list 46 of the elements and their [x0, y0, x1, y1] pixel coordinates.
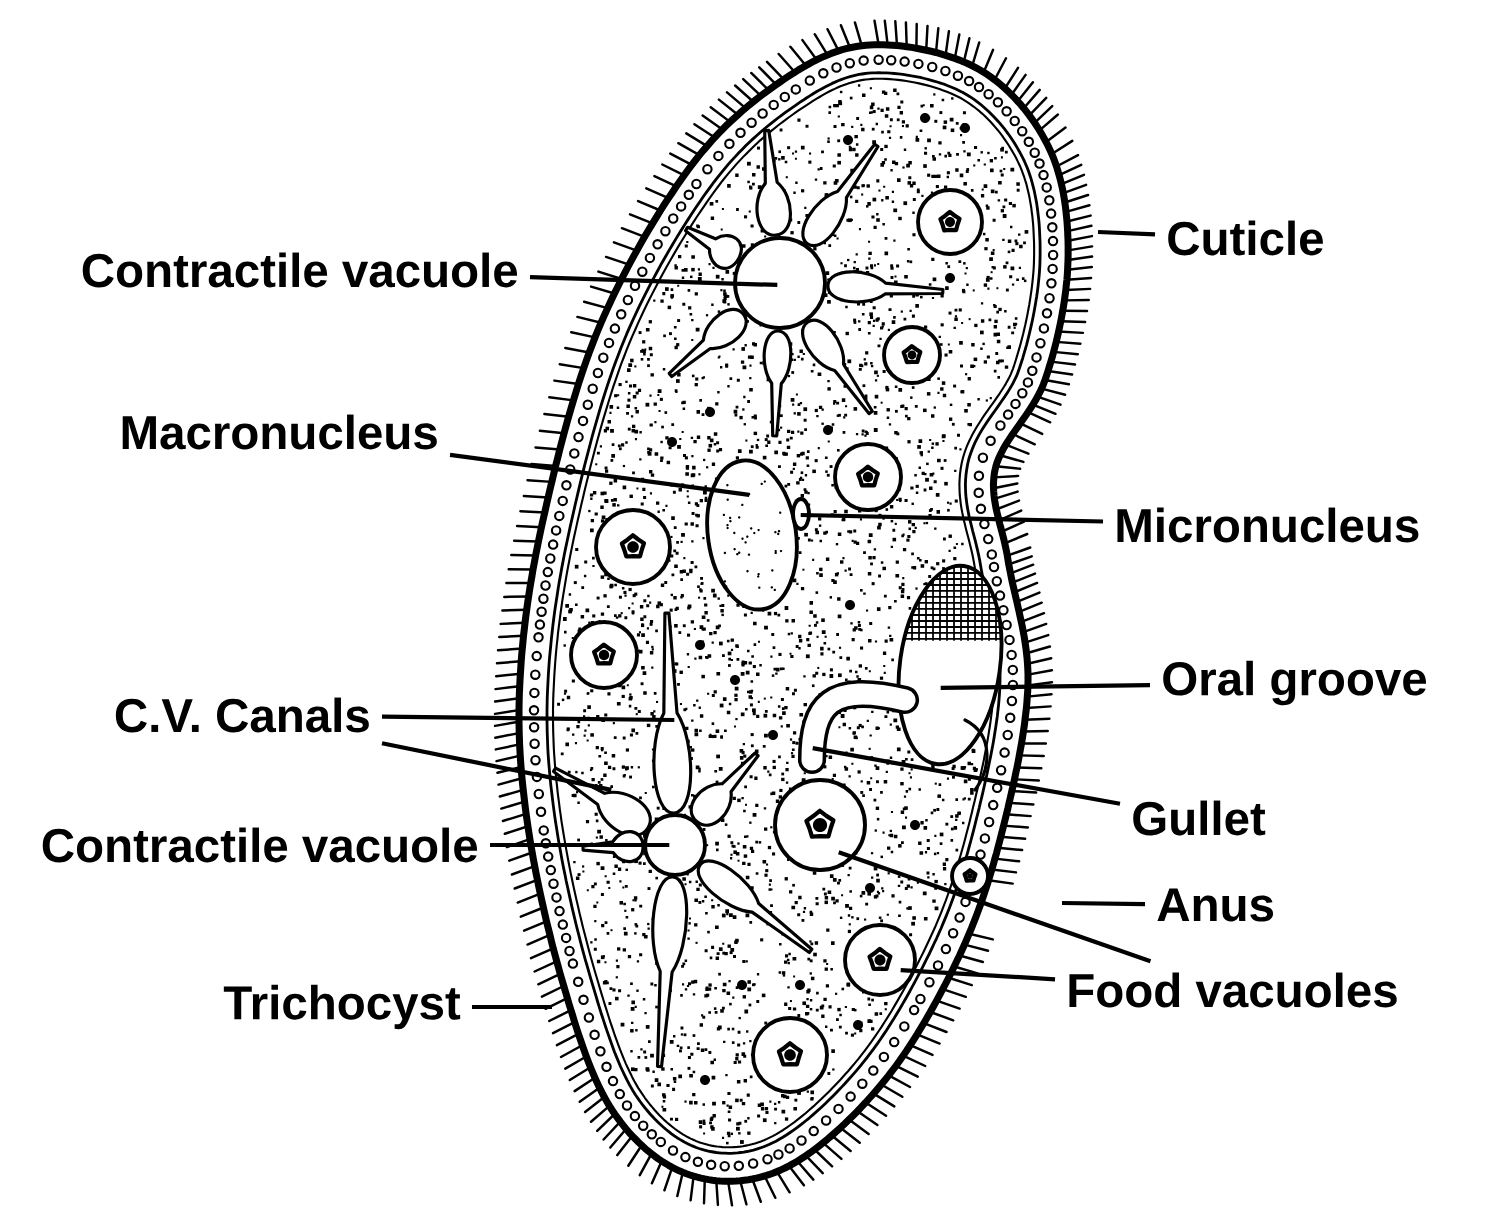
leader-line [381, 741, 612, 792]
part-label: Food vacuoles [1069, 972, 1397, 1008]
canal [651, 875, 689, 1069]
part-label: Cuticle [1168, 220, 1323, 256]
canal [581, 830, 645, 864]
part-label: Trichocyst [223, 984, 461, 1030]
leader-line [940, 682, 1151, 691]
oral-groove [896, 564, 1004, 792]
part-label: C.V. Canals [115, 697, 369, 733]
food-vacuole [751, 1016, 829, 1094]
canal [801, 142, 880, 248]
gullet [797, 679, 920, 775]
leader-line [800, 512, 1104, 524]
leader-line [490, 842, 670, 848]
canal [800, 318, 874, 416]
part-label: Micronucleus [1117, 507, 1419, 543]
part-label: Contractile vacuole [42, 827, 478, 863]
contractile-vacuole [733, 236, 827, 330]
leader-line [472, 1004, 552, 1010]
leader-line [838, 850, 1152, 964]
leader-line [1097, 229, 1156, 237]
leader-line [1062, 900, 1146, 907]
part-label: Gullet [1133, 800, 1266, 836]
canal [551, 766, 652, 838]
food-vacuole [843, 923, 917, 997]
part-label: Contractile vacuole [82, 252, 518, 288]
leader-line [449, 452, 750, 497]
food-vacuole [773, 778, 867, 872]
canal [755, 128, 793, 237]
food-vacuole [916, 188, 984, 256]
macronucleus [705, 458, 799, 612]
leader-line [529, 275, 778, 288]
contractile-vacuole [643, 813, 707, 877]
food-vacuole [833, 442, 903, 512]
part-label: Anus [1157, 888, 1274, 922]
part-label: Macronucleus [122, 414, 437, 450]
part-label: Oral groove [1163, 660, 1427, 706]
canal [696, 859, 814, 955]
canal [689, 751, 760, 827]
food-vacuole [882, 325, 942, 385]
canal [762, 329, 793, 438]
food-vacuole [569, 620, 639, 690]
food-vacuole [594, 508, 672, 586]
canal [667, 307, 748, 379]
canal [683, 225, 743, 270]
canal [826, 270, 945, 304]
